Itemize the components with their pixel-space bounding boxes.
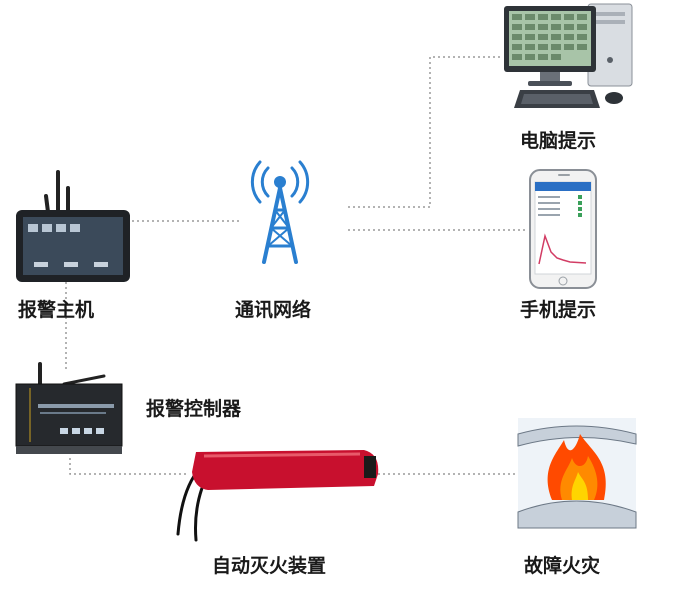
network-label: 通讯网络 [235,298,311,321]
controller-box-icon [15,362,123,454]
extinguisher-label: 自动灭火装置 [212,554,326,577]
extinguisher-tube-icon [176,450,379,542]
phone-label: 手机提示 [520,298,596,321]
computer-label: 电脑提示 [520,129,596,152]
connector-controller-extinguisher [69,458,186,475]
tablet-terminal-icon [16,170,130,282]
fire-icon [517,418,637,529]
connector-network-computer [348,56,502,208]
antenna-tower-icon [250,160,310,264]
fire-label: 故障火灾 [524,554,600,577]
alarm-controller-label: 报警控制器 [146,397,242,420]
alarm-host-label: 报警主机 [18,298,94,321]
desktop-computer-icon [504,3,633,108]
smartphone-icon [529,169,597,289]
connectors [65,56,528,475]
